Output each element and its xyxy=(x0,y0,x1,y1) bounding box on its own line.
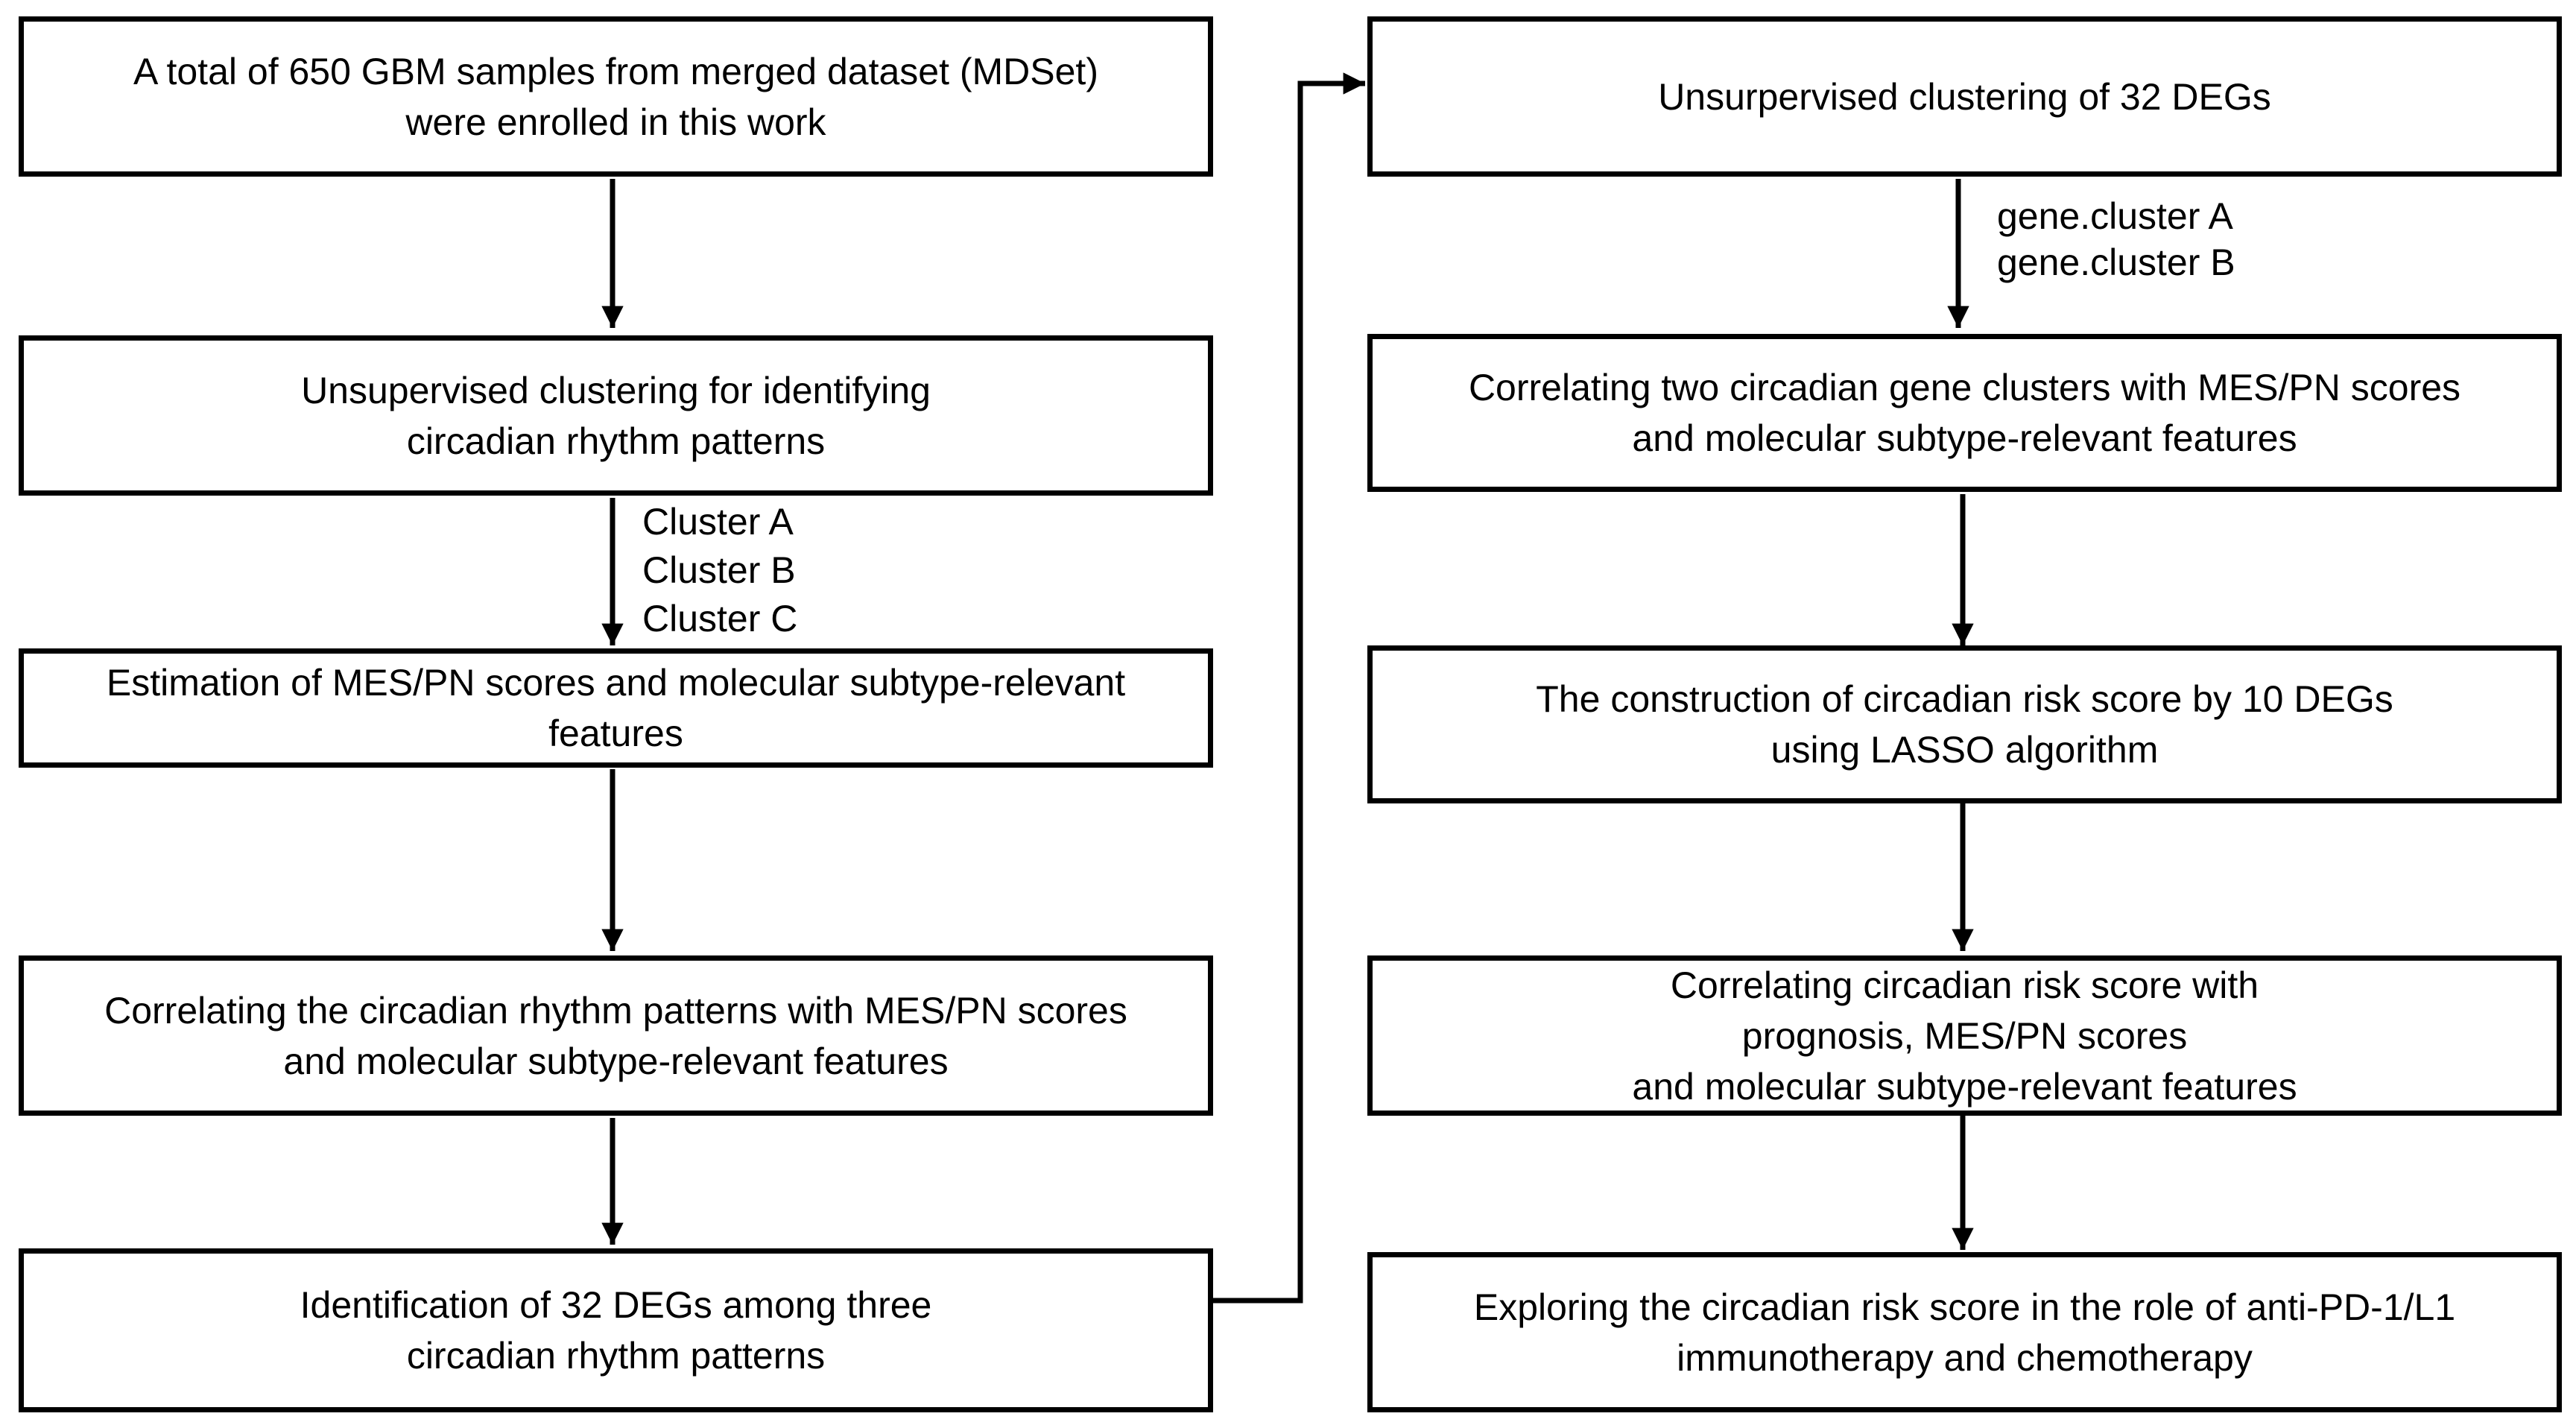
left-box-degs: Identification of 32 DEGs among three ci… xyxy=(19,1248,1213,1412)
left-box-correlating-line1: Correlating the circadian rhythm pattern… xyxy=(104,989,1127,1031)
right-box-correlating-clusters-line1: Correlating two circadian gene clusters … xyxy=(1468,367,2461,408)
cluster-b-label: Cluster B xyxy=(642,549,796,591)
left-box-samples-line1: A total of 650 GBM samples from merged d… xyxy=(133,50,1098,92)
right-box-prognosis-line3: and molecular subtype-relevant features xyxy=(1632,1065,2297,1108)
right-box-risk-score: The construction of circadian risk score… xyxy=(1367,645,2562,803)
left-box-estimation-line1: Estimation of MES/PN scores and molecula… xyxy=(106,662,1126,704)
right-box-prognosis-line1: Correlating circadian risk score with xyxy=(1670,964,2259,1006)
right-box-risk-score-line1: The construction of circadian risk score… xyxy=(1536,678,2393,720)
right-box-prognosis-line2: prognosis, MES/PN scores xyxy=(1741,1014,2188,1057)
right-box-gene-clustering-line1: Unsurpervised clustering of 32 DEGs xyxy=(1658,75,2271,118)
right-box-correlating-clusters-line2: and molecular subtype-relevant features xyxy=(1632,417,2297,459)
cluster-a-label: Cluster A xyxy=(642,501,794,543)
left-box-estimation-line2: features xyxy=(548,713,683,754)
left-box-clustering-line2: circadian rhythm patterns xyxy=(406,420,826,462)
right-box-prognosis: Correlating circadian risk score with pr… xyxy=(1367,955,2562,1116)
left-box-samples-line2: were enrolled in this work xyxy=(405,101,826,143)
left-box-correlating: Correlating the circadian rhythm pattern… xyxy=(19,955,1213,1116)
left-box-degs-line1: Identification of 32 DEGs among three xyxy=(300,1284,932,1326)
gene-cluster-b-label: gene.cluster B xyxy=(1997,241,2235,283)
left-box-correlating-line2: and molecular subtype-relevant features xyxy=(283,1040,949,1082)
right-box-gene-clustering: Unsurpervised clustering of 32 DEGs xyxy=(1367,16,2562,177)
left-box-clustering-line1: Unsupervised clustering for identifying xyxy=(301,369,931,411)
gene-cluster-a-label: gene.cluster A xyxy=(1997,195,2233,237)
arrow-left-5-to-right-1 xyxy=(1209,72,1365,1304)
cluster-c-label: Cluster C xyxy=(642,598,798,639)
left-box-estimation: Estimation of MES/PN scores and molecula… xyxy=(19,648,1213,768)
right-box-correlating-clusters: Correlating two circadian gene clusters … xyxy=(1367,334,2562,492)
right-box-immunotherapy-line1: Exploring the circadian risk score in th… xyxy=(1473,1286,2456,1328)
right-box-immunotherapy-line2: immunotherapy and chemotherapy xyxy=(1677,1336,2253,1379)
right-box-risk-score-line2: using LASSO algorithm xyxy=(1770,729,2159,771)
left-box-clustering: Unsupervised clustering for identifying … xyxy=(19,335,1213,496)
left-box-samples: A total of 650 GBM samples from merged d… xyxy=(19,16,1213,177)
right-box-immunotherapy: Exploring the circadian risk score in th… xyxy=(1367,1252,2562,1412)
left-box-degs-line2: circadian rhythm patterns xyxy=(406,1335,826,1377)
